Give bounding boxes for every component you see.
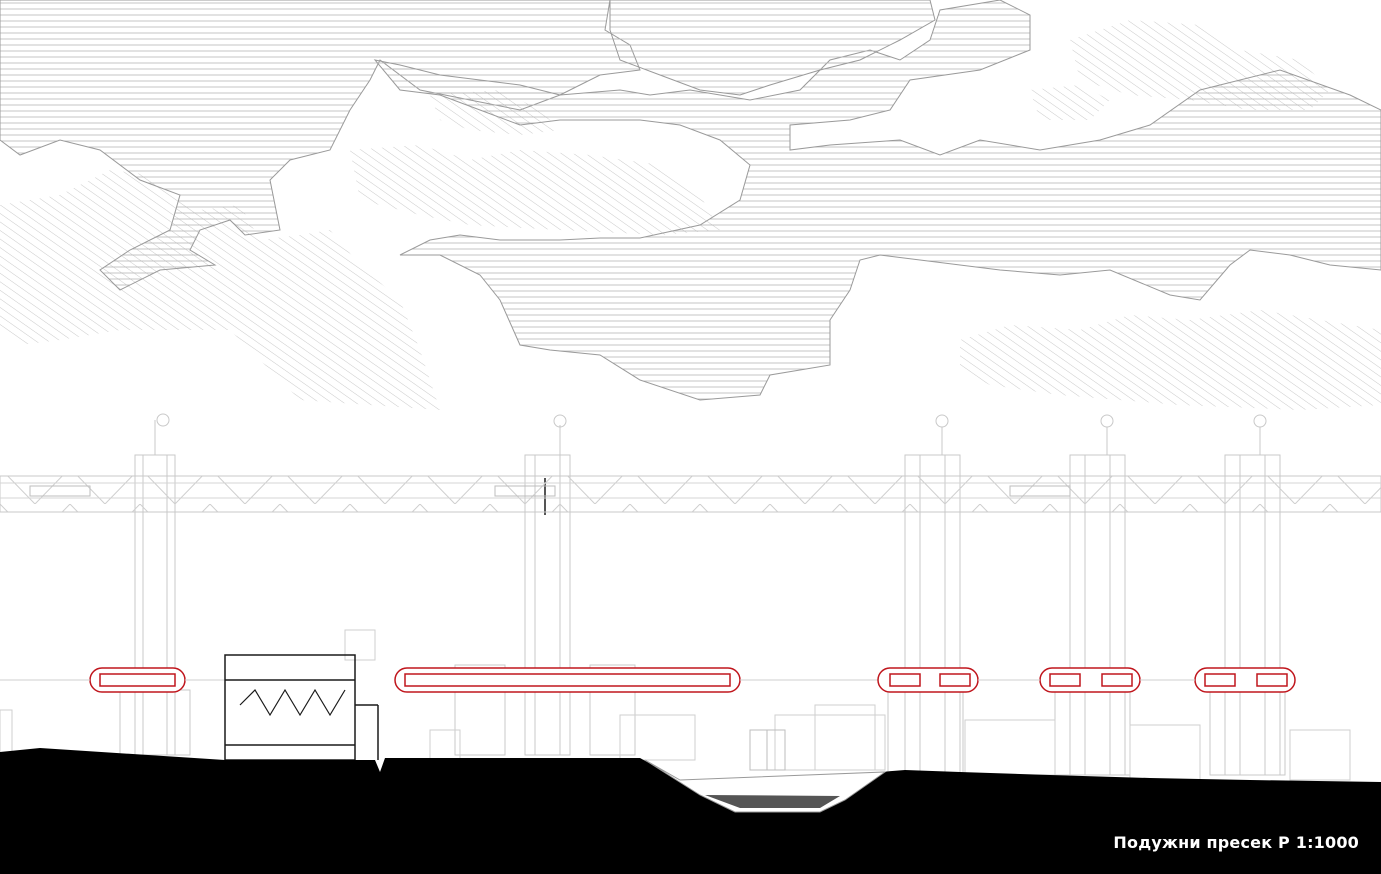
- valley-structure: [749, 729, 786, 771]
- tower-1: [119, 413, 191, 756]
- truss-bridge: [0, 475, 1381, 513]
- cloud-band-top: [373, 0, 1381, 401]
- transport-capsules: [0, 667, 1296, 693]
- capsule-4: [978, 667, 1141, 693]
- capsule-2: [394, 667, 880, 693]
- tower-4: [1054, 414, 1131, 776]
- terrain-section: [0, 748, 1381, 874]
- cloud-hatch-left: [0, 170, 440, 410]
- cloud-hatch-right: [960, 310, 1381, 410]
- cloud-hatch-mid: [1030, 85, 1110, 120]
- capsule-5: [1140, 667, 1296, 693]
- cloud-hatching: [0, 0, 1381, 410]
- caption-backdrop: [1110, 820, 1381, 874]
- river-bed: [705, 795, 840, 808]
- tower-5: [1209, 414, 1286, 776]
- drawing-caption: Подужни пресек Р 1:1000: [1113, 833, 1359, 852]
- cloud-band-upper-right: [609, 0, 936, 96]
- structural-towers: [119, 413, 1286, 776]
- tower-3: [887, 414, 964, 776]
- cloud-band-left: [0, 0, 641, 291]
- capsule-3: [877, 667, 979, 693]
- tower-2: [454, 414, 636, 756]
- background-buildings: [0, 629, 1351, 781]
- cloud-hatch-center: [350, 145, 720, 235]
- capsule-1: [0, 667, 225, 693]
